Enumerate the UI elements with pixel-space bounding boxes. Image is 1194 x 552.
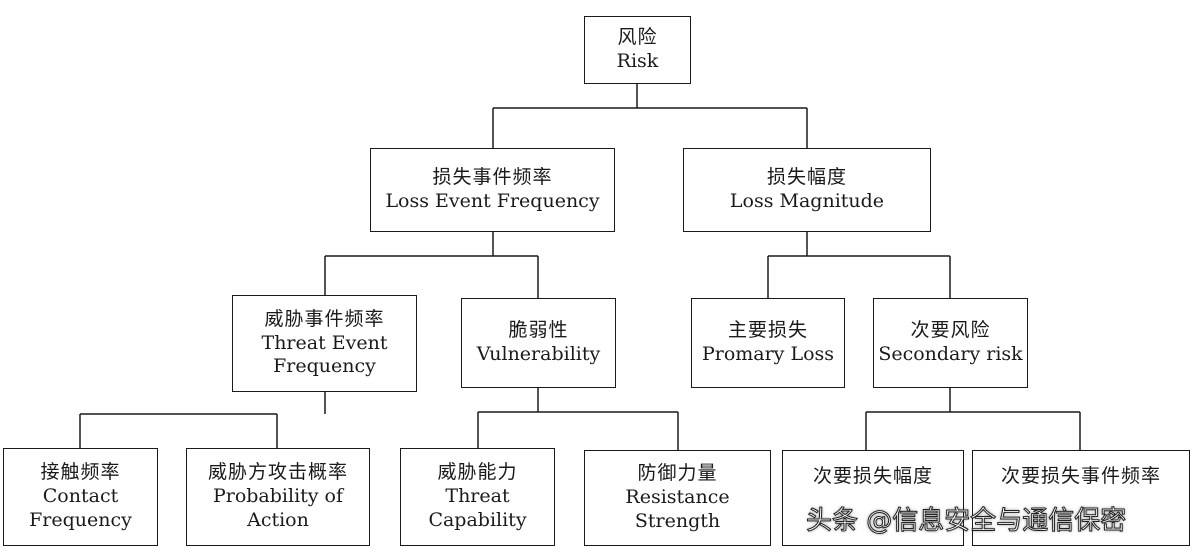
node-sr-zh: 次要风险 — [910, 319, 991, 342]
node-loss-magnitude: 损失幅度 Loss Magnitude — [683, 148, 931, 232]
node-rs-zh: 防御力量 — [637, 462, 718, 485]
node-risk: 风险 Risk — [584, 16, 691, 84]
node-threat-capability: 威胁能力 Threat Capability — [400, 448, 555, 546]
node-tc-zh: 威胁能力 — [437, 461, 518, 484]
node-lm-zh: 损失幅度 — [766, 166, 847, 189]
node-secondary-risk: 次要风险 Secondary risk — [873, 298, 1028, 388]
watermark: 头条 @信息安全与通信保密 — [805, 506, 1127, 537]
node-lef-zh: 损失事件频率 — [432, 166, 553, 189]
node-slef-zh: 次要损失事件频率 — [1000, 465, 1161, 487]
node-risk-zh: 风险 — [617, 26, 658, 49]
node-threat-event-frequency: 威胁事件频率 Threat Event Frequency — [232, 295, 417, 392]
node-poa-en: Probability of Action — [212, 485, 344, 531]
node-secondary-loss-event-frequency: 次要损失事件频率 — [972, 450, 1190, 546]
node-tef-zh: 威胁事件频率 — [264, 307, 385, 330]
node-resistance-strength: 防御力量 Resistance Strength — [584, 450, 771, 546]
node-tef-en: Threat Event Frequency — [261, 331, 388, 378]
node-pl-zh: 主要损失 — [727, 319, 808, 342]
node-lef-en: Loss Event Frequency — [385, 190, 600, 212]
node-pl-en: Promary Loss — [701, 343, 835, 365]
node-cf-zh: 接触频率 — [40, 461, 121, 484]
node-lm-en: Loss Magnitude — [729, 190, 885, 212]
node-vuln-zh: 脆弱性 — [508, 319, 569, 342]
node-contact-frequency: 接触频率 Contact Frequency — [3, 448, 158, 546]
node-probability-of-action: 威胁方攻击概率 Probability of Action — [186, 448, 370, 546]
node-primary-loss: 主要损失 Promary Loss — [691, 298, 845, 388]
node-vuln-en: Vulnerability — [476, 343, 601, 365]
node-vulnerability: 脆弱性 Vulnerability — [461, 298, 616, 388]
node-slm-zh: 次要损失幅度 — [812, 465, 933, 487]
node-sr-en: Secondary risk — [878, 343, 1023, 365]
node-tc-en: Threat Capability — [428, 485, 527, 531]
node-secondary-loss-magnitude: 次要损失幅度 — [782, 450, 964, 546]
node-rs-en: Resistance Strength — [625, 486, 730, 532]
node-cf-en: Contact Frequency — [29, 485, 132, 531]
node-poa-zh: 威胁方攻击概率 — [207, 461, 348, 484]
node-risk-en: Risk — [616, 50, 659, 72]
node-loss-event-frequency: 损失事件频率 Loss Event Frequency — [370, 148, 615, 232]
